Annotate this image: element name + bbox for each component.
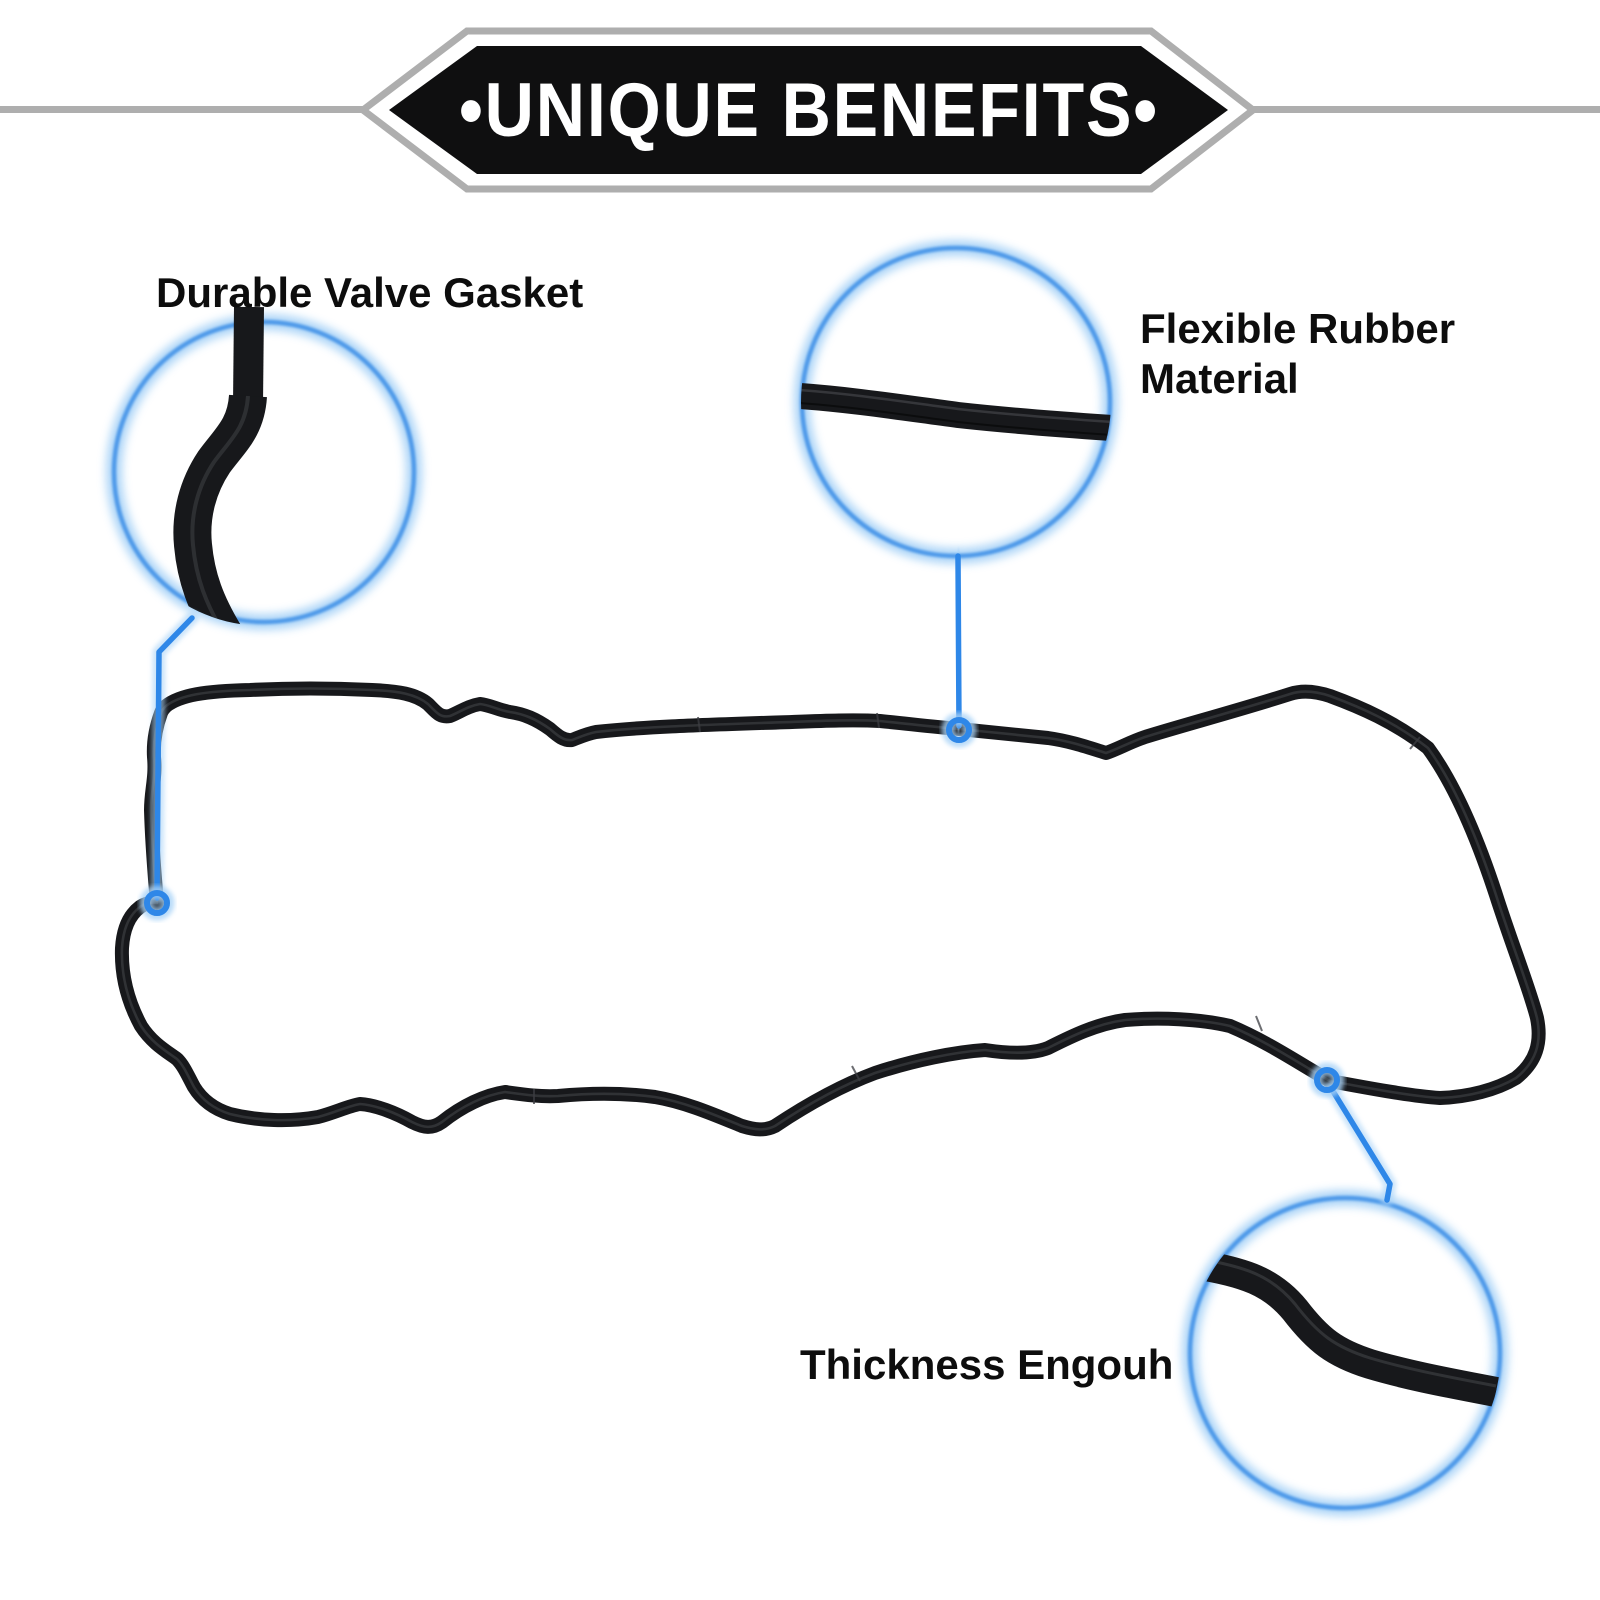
valve-cover-gasket xyxy=(114,681,1546,1137)
magnified-gasket-sbend xyxy=(1191,1249,1499,1407)
callout-label-thickness: Thickness Engouh xyxy=(800,1341,1174,1388)
magnified-gasket-curve xyxy=(173,306,267,626)
callout-connectors xyxy=(139,549,1397,1207)
magnifier-circle-thickness xyxy=(1182,1190,1508,1516)
callout-label-durable: Durable Valve Gasket xyxy=(156,269,584,316)
callout-line-durable-glow xyxy=(150,611,199,905)
gasket-seam-marks xyxy=(533,712,1421,1104)
callout-ring-thickness xyxy=(1314,1067,1340,1093)
callout-label-flexible: Flexible Rubber Material xyxy=(1140,305,1456,402)
magnified-gasket-strip xyxy=(801,383,1111,441)
magnifier-circle-durable xyxy=(106,306,422,630)
gasket-ridge-highlight xyxy=(120,687,1540,1131)
magnifier-circle-flexible xyxy=(794,240,1118,564)
banner-title: •UNIQUE BENEFITS• xyxy=(459,68,1159,153)
callout-ring-durable xyxy=(144,890,170,916)
callout-line-flexible xyxy=(955,553,962,729)
banner-hexagon xyxy=(389,46,1228,174)
magnifier-rim xyxy=(111,319,417,625)
callout-line-durable xyxy=(154,615,195,901)
benefits-banner: •UNIQUE BENEFITS• xyxy=(0,27,1600,193)
callout-ring-flexible xyxy=(946,717,972,743)
callout-line-thickness xyxy=(1328,1085,1393,1203)
magnifier-rim xyxy=(1187,1195,1503,1511)
